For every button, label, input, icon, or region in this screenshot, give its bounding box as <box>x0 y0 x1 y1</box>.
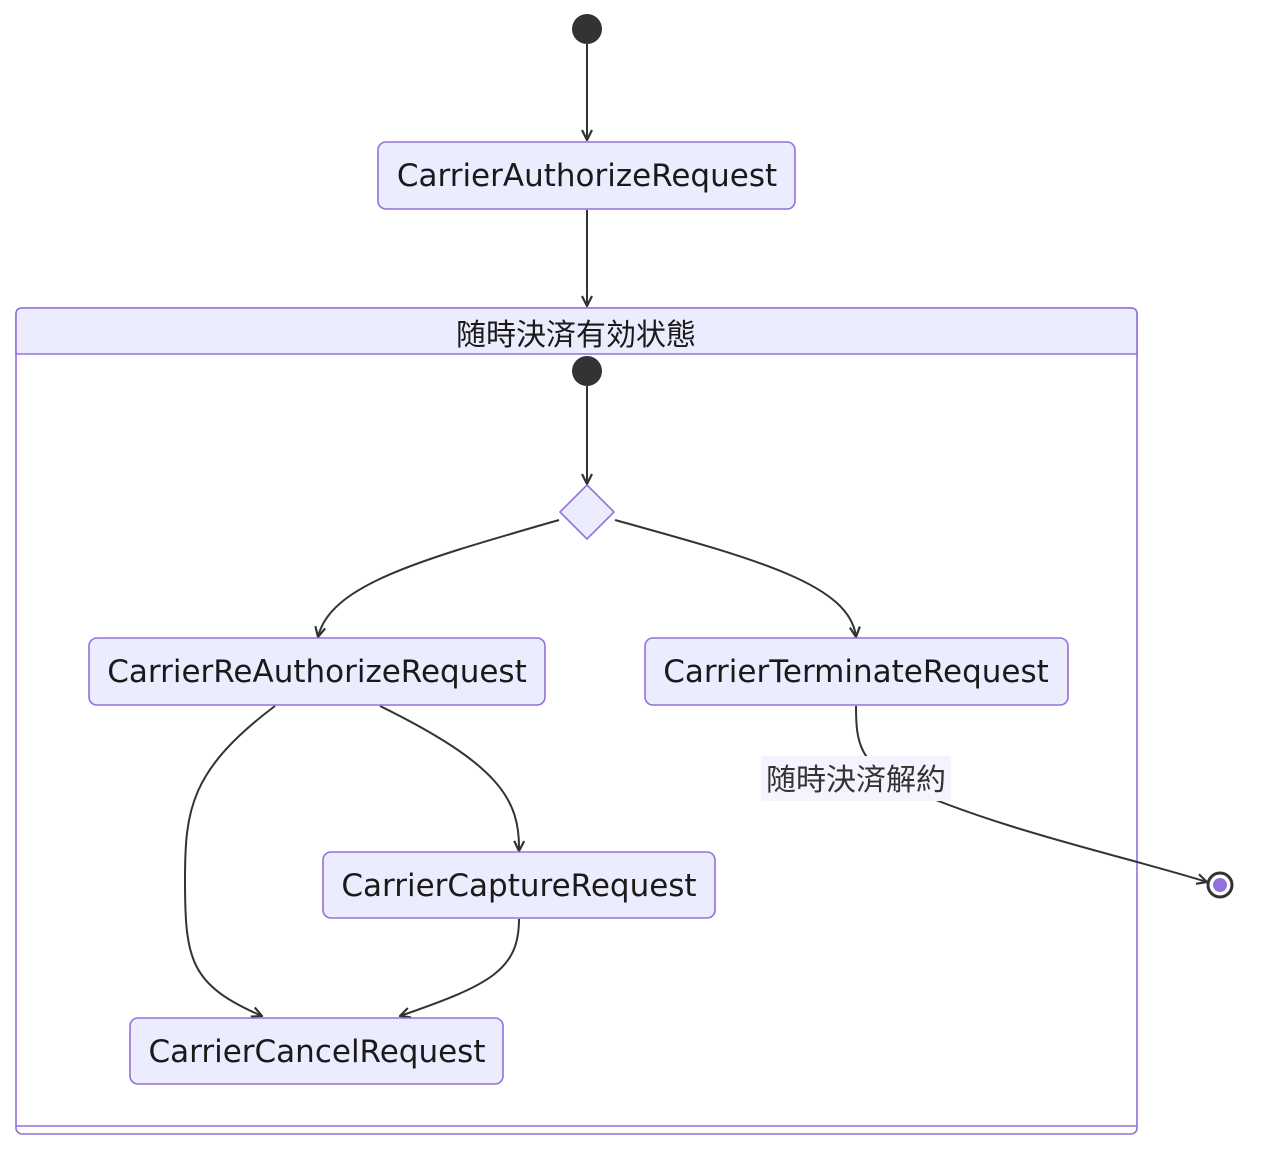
edge-choice-to-terminate <box>614 519 856 637</box>
state-reauthorize-label: CarrierReAuthorizeRequest <box>107 654 526 690</box>
state-authorize: CarrierAuthorizeRequest <box>377 141 796 210</box>
state-cancel: CarrierCancelRequest <box>129 1017 504 1085</box>
state-capture: CarrierCaptureRequest <box>322 851 716 919</box>
state-terminate-label: CarrierTerminateRequest <box>663 654 1049 690</box>
edge-reauthorize-to-capture <box>379 705 519 851</box>
end-state <box>1206 871 1234 899</box>
choice-node <box>558 483 616 541</box>
state-cancel-label: CarrierCancelRequest <box>149 1034 486 1070</box>
edge-capture-to-cancel <box>400 918 520 1016</box>
state-terminate: CarrierTerminateRequest <box>644 637 1069 706</box>
composite-state-title: 随時決済有効状態 <box>456 318 696 353</box>
state-authorize-label: CarrierAuthorizeRequest <box>397 158 777 194</box>
start-state <box>572 14 602 44</box>
transition-label-group: 随時決済解約 <box>761 756 951 801</box>
edge-choice-to-reauthorize <box>318 519 560 637</box>
composite-state-active: 随時決済有効状態 <box>15 307 1138 1135</box>
edge-reauthorize-to-cancel <box>183 705 276 1016</box>
state-reauthorize: CarrierReAuthorizeRequest <box>88 637 546 706</box>
transitions <box>183 44 1207 1016</box>
edge-terminate-to-end <box>855 705 1207 882</box>
state-capture-label: CarrierCaptureRequest <box>341 868 696 904</box>
inner-start-state <box>572 356 602 386</box>
transition-label: 随時決済解約 <box>766 763 946 798</box>
